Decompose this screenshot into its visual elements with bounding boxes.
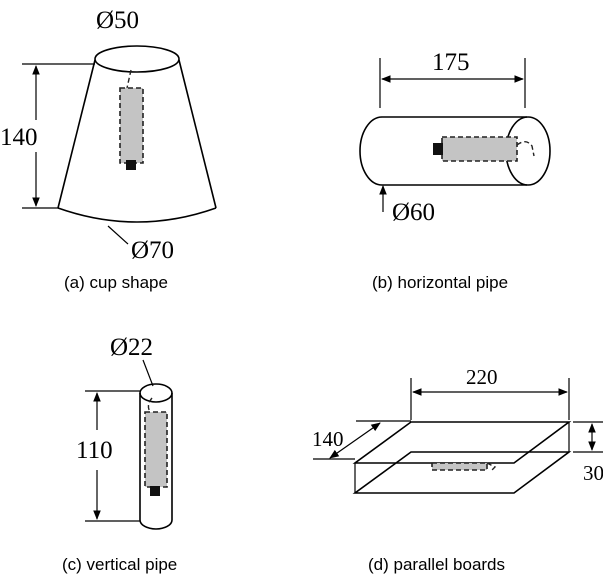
panel-cup-shape: 140 Ø50 Ø70 (a) cup shape — [0, 7, 217, 292]
panel-parallel-boards: 220 140 30 (d) parallel boards — [312, 365, 603, 574]
boards-caption: (d) parallel boards — [368, 555, 505, 574]
cup-height-label: 140 — [0, 124, 38, 151]
vpipe-dia-label: Ø22 — [110, 334, 153, 361]
cup-caption: (a) cup shape — [64, 273, 168, 292]
pipe-sensor-lead — [516, 141, 535, 157]
pipe-sensor — [441, 136, 518, 162]
boards-depth-label: 140 — [312, 427, 344, 451]
vpipe-sensor — [144, 411, 168, 488]
vpipe-sensor-tip — [150, 486, 160, 496]
panel-vertical-pipe: Ø22 110 (c) vertical pipe — [62, 334, 177, 574]
vpipe-caption: (c) vertical pipe — [62, 555, 177, 574]
vpipe-top-ellipse — [139, 383, 173, 403]
cup-sensor — [119, 87, 144, 164]
boards-depth-arrow — [329, 422, 381, 459]
cup-right-side — [178, 59, 217, 209]
vpipe-height-label: 110 — [76, 437, 113, 464]
cup-bottom-dia-leader — [107, 225, 129, 245]
cup-top-dia-label: Ø50 — [96, 7, 139, 34]
boards-sensor-lead — [486, 462, 497, 471]
cup-sensor-lead — [126, 69, 132, 89]
pipe-length-label: 175 — [432, 49, 470, 76]
boards-top-board — [352, 421, 572, 464]
pipe-caption: (b) horizontal pipe — [372, 273, 508, 292]
boards-bottom-board — [352, 451, 572, 494]
boards-width-label: 220 — [466, 365, 498, 389]
vpipe-body — [139, 393, 173, 530]
cup-left-side — [57, 59, 96, 209]
pipe-sensor-tip — [433, 143, 443, 155]
panel-horizontal-pipe: 175 Ø60 (b) horizontal pipe — [359, 49, 551, 292]
vpipe-sensor-lead — [147, 397, 153, 413]
cup-bottom-arc — [57, 207, 217, 223]
cup-bottom-dia-label: Ø70 — [131, 237, 174, 264]
vpipe-dia-leader — [142, 359, 154, 387]
pipe-body — [359, 116, 527, 186]
pipe-dia-label: Ø60 — [392, 199, 435, 226]
boards-sensor — [431, 462, 488, 471]
cup-top-ellipse — [94, 45, 180, 73]
cup-sensor-tip — [126, 160, 136, 170]
boards-gap-label: 30 — [583, 461, 603, 485]
